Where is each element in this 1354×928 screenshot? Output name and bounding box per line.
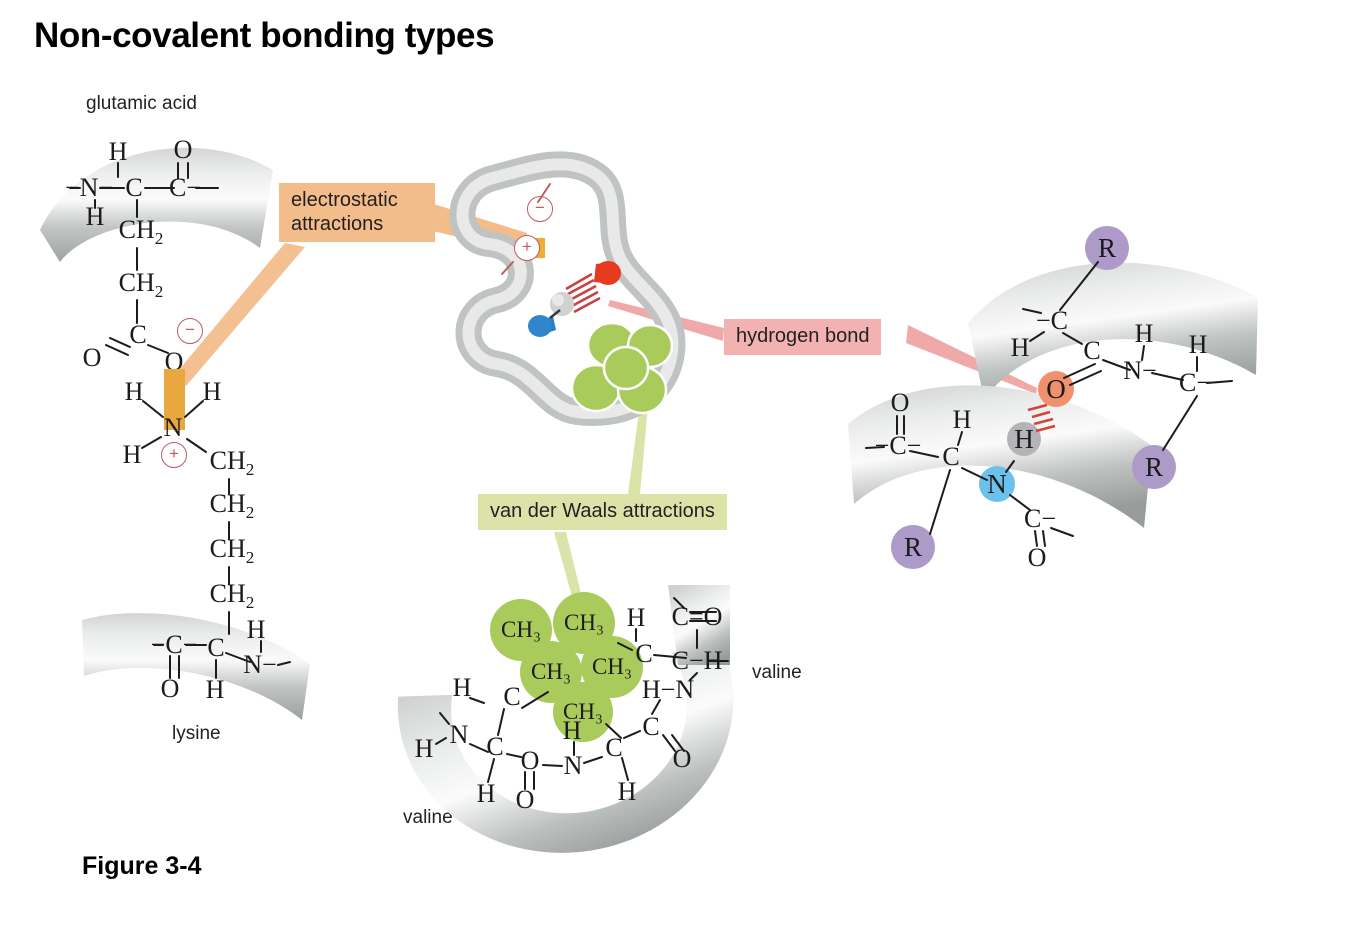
atom-val2-H-4: H: [562, 716, 582, 745]
atom-val2-H: H: [452, 673, 472, 702]
atom-low-H-alpha: H: [952, 405, 972, 434]
callout-van-der-waals[interactable]: van der Waals attractions: [478, 494, 727, 530]
atom-glu-O-minus: O: [164, 347, 184, 376]
atom-lys-N-backbone: N−: [243, 650, 277, 679]
r-group-lower: R: [891, 525, 935, 569]
atom-val-C-O: C=O: [671, 602, 723, 631]
atom-val2-H-5: H: [617, 777, 637, 806]
atom-val2-O: O: [515, 785, 535, 814]
center-protein-backbone: [449, 151, 686, 426]
atom-glu-CH2-2: CH2: [118, 267, 164, 302]
atom-low-C-carbonyl: −C−: [874, 431, 922, 460]
atom-nitrogen-donor: N: [979, 466, 1015, 502]
atom-val-O: O: [672, 744, 692, 773]
atom-val2-C-alpha: C: [486, 732, 504, 761]
charge-negative-glu: −: [177, 318, 203, 344]
atom-low-C-next: C−: [1023, 504, 1057, 533]
atom-val2-C-2: C: [605, 733, 623, 762]
callout-hydrogen-bond[interactable]: hydrogen bond: [724, 319, 882, 355]
ribbon-glutamic-acid: [40, 147, 273, 262]
callout-electrostatic-attractions[interactable]: electrostatic attractions: [279, 183, 435, 243]
atom-up-C-alpha: −C: [1035, 306, 1069, 335]
atom-glu-C-carboxyl: C: [129, 320, 147, 349]
page-title: Non-covalent bonding types: [34, 16, 495, 55]
atom-oxygen-acceptor: O: [1038, 371, 1074, 407]
atom-low-O-2: O: [1027, 543, 1047, 572]
charge-positive-center: +: [514, 235, 540, 261]
label-lysine: lysine: [172, 723, 221, 744]
charge-positive-lys: +: [161, 442, 187, 468]
r-group-upper: R: [1085, 226, 1129, 270]
atom-lys-H-amide: H: [246, 615, 266, 644]
atom-up-C-next: C−: [1178, 368, 1212, 397]
atom-glu-N: −N−: [64, 173, 114, 202]
atom-hydrogen-donor: H: [1007, 422, 1041, 456]
atom-lys-H-1: H: [124, 377, 144, 406]
atom-up-H-2: H: [1188, 330, 1208, 359]
atom-glu-C-carbonyl: C−: [168, 173, 202, 202]
ribbon-valine: [397, 585, 734, 853]
atom-up-N: N−: [1123, 356, 1157, 385]
atom-glu-C-alpha: C: [125, 173, 143, 202]
atom-up-H-amide: H: [1134, 319, 1154, 348]
ribbon-lysine: [82, 613, 310, 720]
atom-val2-N: N: [449, 720, 469, 749]
atom-up-H: H: [1010, 333, 1030, 362]
atom-lys-H-2: H: [202, 377, 222, 406]
atom-val2-H-2: H: [414, 734, 434, 763]
methyl-group-4: CH₃: [581, 636, 643, 698]
figure-caption: Figure 3-4: [82, 852, 202, 880]
atom-lys-H-3: H: [122, 440, 142, 469]
label-valine-left: valine: [403, 807, 453, 828]
atom-glu-O-double: O: [82, 343, 102, 372]
atom-val-C-beta: C: [635, 639, 653, 668]
atom-lys-C-alpha: C: [207, 633, 225, 662]
atom-lys-H-alpha: H: [205, 675, 225, 704]
r-group-upper-2: R: [1132, 445, 1176, 489]
atom-val2-H-3: H: [476, 779, 496, 808]
atom-val2-C-beta: C: [503, 682, 521, 711]
atom-val2-N-2: N: [563, 751, 583, 780]
charge-negative-center: −: [527, 196, 553, 222]
atom-lys-CH2-2: CH2: [209, 488, 255, 523]
atom-glu-CH2-1: CH2: [118, 214, 164, 249]
label-glutamic-acid: glutamic acid: [86, 93, 197, 114]
atom-val2-C-carbonyl: O: [520, 746, 540, 775]
atom-low-O: O: [890, 388, 910, 417]
atom-up-C-carbonyl: C: [1083, 336, 1101, 365]
atom-low-C-alpha: C: [942, 442, 960, 471]
atom-lys-CH2-3: CH2: [209, 533, 255, 568]
label-valine-right: valine: [752, 662, 802, 683]
atom-lys-N: N: [163, 413, 183, 442]
atom-lys-O: O: [160, 674, 180, 703]
atom-lys-CH2-1: CH2: [209, 445, 255, 480]
atom-glu-H-top: H: [108, 137, 128, 166]
atom-val-H-beta: H: [626, 603, 646, 632]
atom-val-HN: H−N: [641, 675, 695, 704]
electrostatic-bar-left: [164, 369, 185, 430]
atom-glu-H-amide: H: [85, 202, 105, 231]
ribbon-hbond-upper: [968, 262, 1258, 399]
atom-glu-O-carbonyl: O: [173, 135, 193, 164]
atom-val-C-H: C−H: [671, 646, 723, 675]
ribbon-hbond-lower: [848, 385, 1152, 528]
atom-val-C-carbonyl: C: [642, 712, 660, 741]
methyl-group-5: CH₃: [553, 682, 613, 742]
atom-lys-C-carbonyl: −C−: [150, 630, 198, 659]
atom-lys-CH2-4: CH2: [209, 578, 255, 613]
